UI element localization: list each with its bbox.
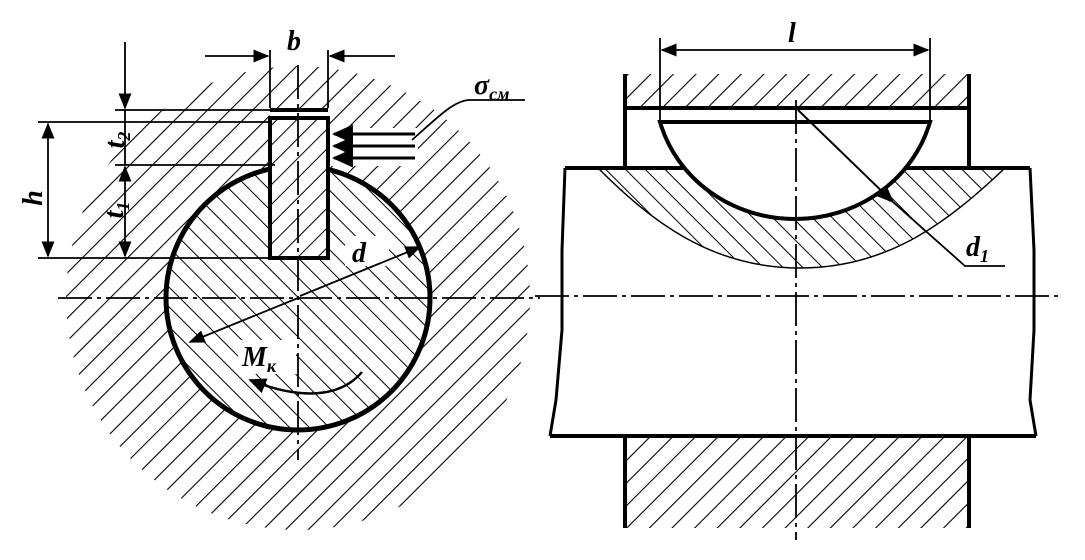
- dim-d-arrow-upper: [299, 246, 422, 297]
- label-b: b: [287, 26, 301, 57]
- segment-key: [657, 120, 933, 221]
- dim-d-arrow-lower: [188, 297, 299, 343]
- bearing-stress-arrows: [330, 99, 525, 168]
- lower-hub-section: [625, 436, 969, 528]
- label-l: l: [788, 18, 796, 49]
- label-d: d: [352, 238, 367, 269]
- shaft-break-left: [548, 167, 567, 437]
- dim-d1-arrow: [797, 109, 895, 204]
- shaft-break-right: [1028, 167, 1038, 437]
- key-section: [268, 116, 330, 260]
- label-t1: t1: [99, 202, 133, 219]
- label-h: h: [18, 190, 49, 206]
- longitudinal-view: l d1: [535, 18, 1060, 540]
- label-t2: t2: [100, 132, 134, 149]
- d1-leader: [892, 201, 1005, 267]
- torque-arrow: [248, 371, 363, 395]
- label-sigma-cm: σсм: [474, 70, 509, 104]
- label-mk: Mк: [241, 342, 277, 376]
- cross-section-view: b h t2 t1 σсм: [18, 26, 540, 530]
- upper-hub-section: [625, 74, 969, 108]
- label-d1: d1: [966, 232, 989, 266]
